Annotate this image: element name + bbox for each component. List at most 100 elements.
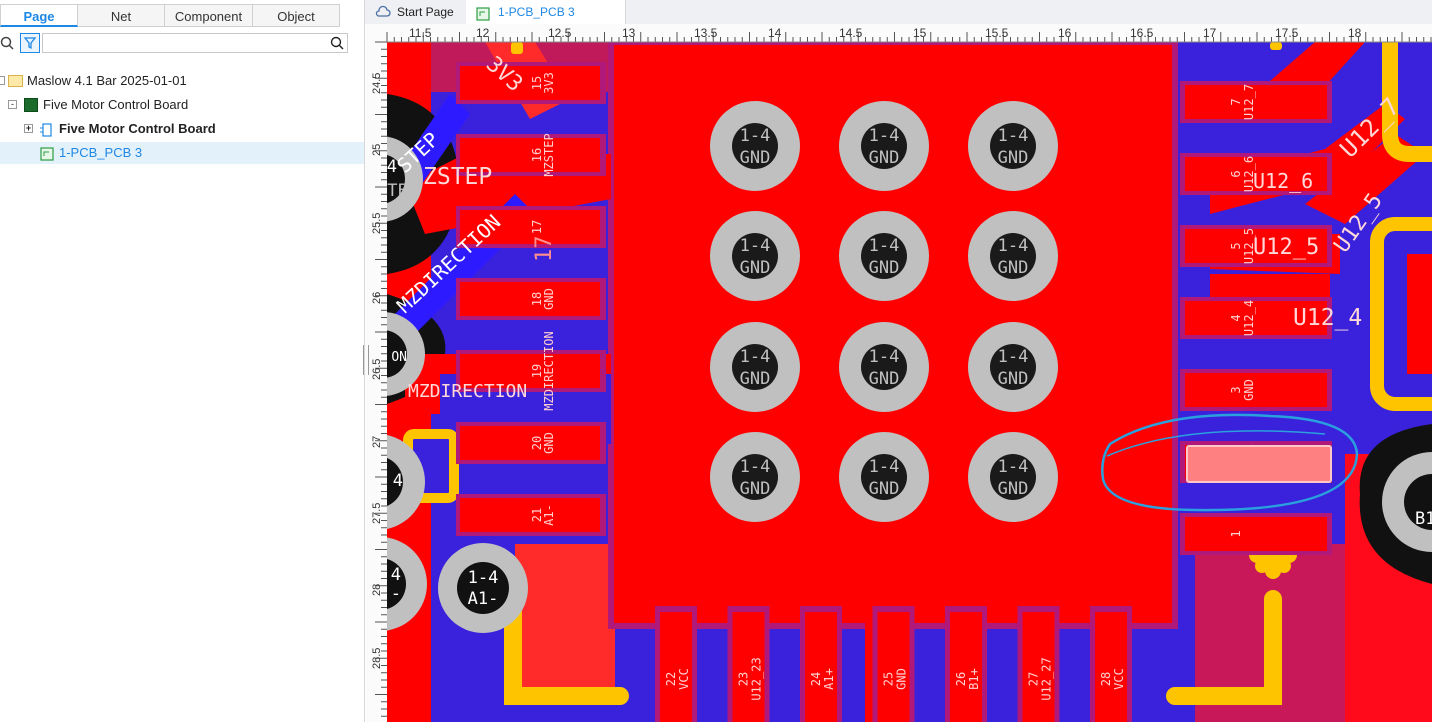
edge-via[interactable]: 1-4 A1-: [438, 543, 528, 633]
tree-item-pcb[interactable]: 1-PCB_PCB 3: [0, 142, 364, 164]
pad-number: 24: [809, 672, 823, 686]
pad-copper: [460, 210, 600, 244]
pad-net: GND: [542, 432, 556, 454]
ruler-label: 17: [1203, 26, 1217, 40]
pad-copper: [1185, 517, 1327, 551]
net-label: MZDIRECTION: [408, 381, 527, 402]
pad-number: 28: [1099, 672, 1113, 686]
ruler-label: 15.5: [985, 26, 1009, 40]
edge-via[interactable]: 4: [365, 434, 425, 530]
pad-number: 18: [530, 292, 544, 306]
tab-net[interactable]: Net: [78, 4, 165, 27]
tree-item-project[interactable]: Maslow 4.1 Bar 2025-01-01: [0, 70, 360, 92]
pad-copper: [460, 498, 600, 532]
tree-item-schematic[interactable]: - Five Motor Control Board: [0, 94, 360, 116]
collapse-icon[interactable]: -: [8, 100, 17, 109]
pad-copper: [1095, 612, 1127, 722]
tree-item-board[interactable]: + Five Motor Control Board: [0, 118, 360, 140]
ruler-label: 24.5: [371, 73, 383, 94]
edge-via[interactable]: B1: [1382, 452, 1432, 552]
pad-copper: [805, 612, 837, 722]
pad-copper: [660, 612, 692, 722]
selected-pad-highlight[interactable]: [1186, 445, 1332, 483]
pad[interactable]: 17: [456, 206, 606, 248]
via-label: GND: [740, 479, 771, 499]
via-label: A1-: [468, 589, 499, 609]
edge-via[interactable]: 4 -: [365, 537, 427, 631]
pcb-canvas[interactable]: 11.5 12 12.5 13 13.5 14 14.5 15 15.5 16 …: [365, 24, 1432, 722]
edge-via[interactable]: ON: [365, 312, 425, 396]
search-icon[interactable]: [330, 36, 344, 50]
pad-copper: [460, 282, 600, 316]
tab-component[interactable]: Component: [165, 4, 253, 27]
pad-net: VCC: [1112, 668, 1126, 690]
search-input[interactable]: [42, 33, 348, 53]
search-icon[interactable]: [0, 36, 14, 50]
document-tabs: Start Page 1-PCB_PCB 3: [365, 0, 1432, 25]
pad-number: 4: [1229, 314, 1243, 321]
pad-number: 3: [1229, 386, 1243, 393]
edge-via[interactable]: 4 TEP: [365, 136, 423, 222]
tab-page[interactable]: Page: [0, 4, 78, 27]
ruler-label: 16: [1058, 26, 1072, 40]
pad-net: A1+: [822, 668, 836, 690]
tab-object[interactable]: Object: [253, 4, 340, 27]
pad-copper: [1185, 301, 1327, 335]
ruler-label: 25.5: [371, 213, 383, 234]
pad-number: 16: [530, 148, 544, 162]
pad[interactable]: [1407, 254, 1432, 374]
via-label: GND: [998, 479, 1029, 499]
silkscreen-outline: [1382, 42, 1432, 162]
panel-splitter-handle[interactable]: [363, 345, 369, 375]
expand-icon[interactable]: [0, 76, 5, 85]
via-label: GND: [998, 148, 1029, 168]
filter-button[interactable]: [20, 33, 40, 53]
ruler-label: 14.5: [839, 26, 863, 40]
ruler-label: 26: [371, 292, 383, 304]
tab-start-page[interactable]: Start Page: [365, 0, 465, 24]
pad-net: U12_5: [1242, 228, 1256, 264]
via-hole: [861, 123, 907, 169]
expand-icon[interactable]: +: [24, 123, 33, 133]
pad-net: A1-: [542, 504, 556, 526]
tab-pcb-document[interactable]: 1-PCB_PCB 3: [466, 0, 626, 24]
via-label: GND: [998, 369, 1029, 389]
via-label: GND: [869, 148, 900, 168]
pad[interactable]: 1: [1180, 513, 1332, 555]
silkscreen-outline: [1370, 217, 1432, 411]
pad-number: 25: [882, 672, 896, 686]
via-hole: [990, 344, 1036, 390]
via-label: 4: [391, 565, 401, 585]
pad-number: 23: [737, 672, 751, 686]
